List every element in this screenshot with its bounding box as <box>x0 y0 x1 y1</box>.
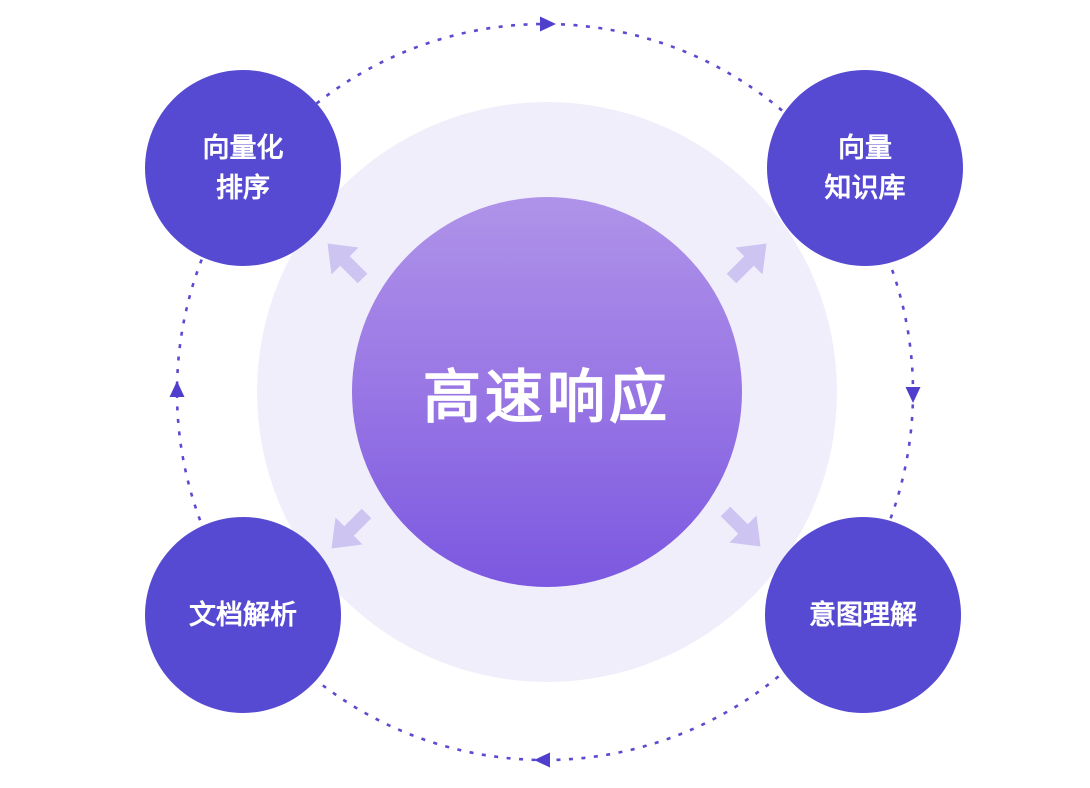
orbit-arrow-top-icon <box>540 16 556 32</box>
node-document-parsing: 文档解析 <box>145 517 341 713</box>
node-intent-understanding: 意图理解 <box>765 517 961 713</box>
orbit-arrow-right-icon <box>905 387 921 403</box>
node-vectorize-sort: 向量化 排序 <box>145 70 341 266</box>
arrow-to-top-left-icon <box>307 223 383 299</box>
center-label: 高速响应 <box>422 365 671 430</box>
node-label-line: 向量 <box>838 132 892 163</box>
arrow-to-bottom-left-icon <box>311 493 387 569</box>
arrow-to-top-right-icon <box>711 223 787 299</box>
node-vector-knowledge: 向量 知识库 <box>767 70 963 266</box>
orbit-arrow-left-icon <box>169 381 185 397</box>
node-label-line: 知识库 <box>824 173 906 203</box>
node-label-line: 向量化 <box>202 132 284 163</box>
arrow-to-bottom-right-icon <box>705 491 781 567</box>
center-node: 高速响应 <box>352 197 742 587</box>
node-label-line: 意图理解 <box>809 599 917 630</box>
node-label-line: 文档解析 <box>189 599 297 630</box>
orbit-arrow-bottom-icon <box>534 752 550 768</box>
node-label-line: 排序 <box>216 173 270 203</box>
